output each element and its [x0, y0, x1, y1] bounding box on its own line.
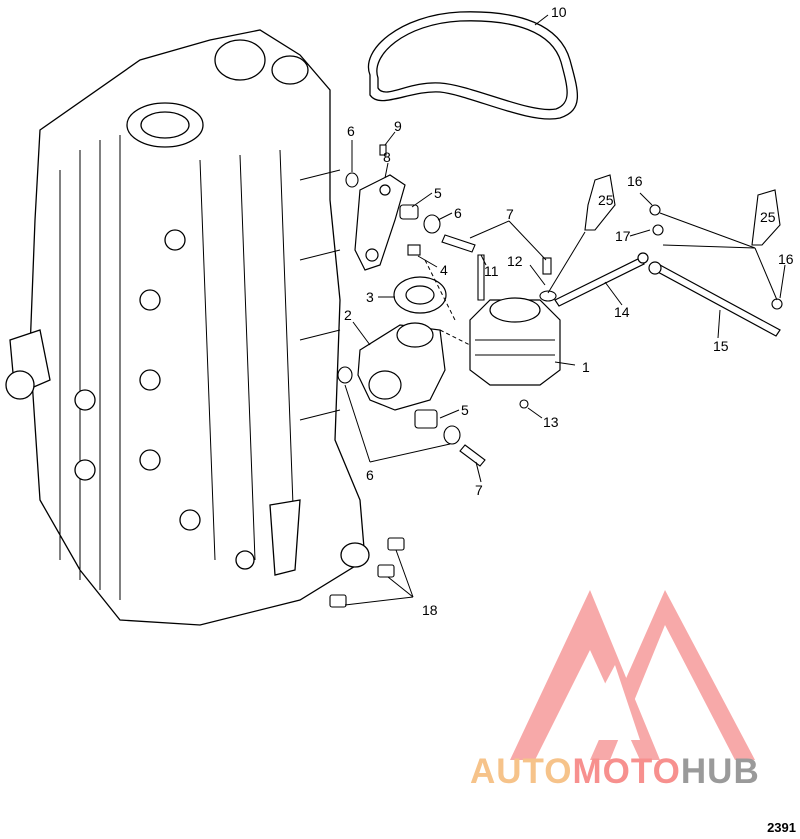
tube-label-2: 25 [760, 209, 776, 225]
callout-17: 17 [615, 228, 631, 244]
fasteners [329, 144, 783, 608]
sheet-id: 2391 [767, 820, 796, 835]
callout-12: 12 [507, 253, 523, 269]
drive-belt [367, 11, 579, 120]
support-rods [554, 252, 781, 337]
callout-8: 8 [383, 149, 391, 165]
callout-7a: 7 [506, 206, 514, 222]
watermark-text: AUTOMOTOHUB [470, 752, 760, 792]
callout-6a: 6 [347, 123, 355, 139]
callout-4: 4 [440, 262, 448, 278]
watermark-logo [510, 590, 755, 760]
callout-14: 14 [614, 304, 630, 320]
mounting-bracket [354, 174, 406, 271]
engine-block [5, 29, 370, 626]
callout-16a: 16 [627, 173, 643, 189]
callout-9: 9 [394, 118, 402, 134]
sealant-tubes [584, 174, 781, 246]
callout-2: 2 [344, 307, 352, 323]
callout-5b: 5 [461, 402, 469, 418]
callout-1: 1 [582, 359, 590, 375]
belt-tensioner [357, 322, 446, 411]
tube-label-1: 25 [598, 192, 614, 208]
alternator [469, 297, 561, 386]
callout-10: 10 [551, 4, 567, 20]
leader-lines [344, 14, 786, 606]
callout-5a: 5 [434, 185, 442, 201]
callout-18: 18 [422, 602, 438, 618]
callout-16b: 16 [778, 251, 794, 267]
callout-11: 11 [484, 263, 499, 279]
callout-15: 15 [713, 338, 729, 354]
callout-13: 13 [543, 414, 559, 430]
watermark-part-auto: AUTO [470, 752, 573, 791]
watermark-part-hub: HUB [680, 752, 760, 791]
bearing [393, 276, 447, 314]
callout-7b: 7 [475, 482, 483, 498]
callout-6b: 6 [454, 205, 462, 221]
watermark-part-moto: MOTO [572, 752, 681, 791]
callout-6c: 6 [366, 467, 374, 483]
callout-3: 3 [366, 289, 374, 305]
